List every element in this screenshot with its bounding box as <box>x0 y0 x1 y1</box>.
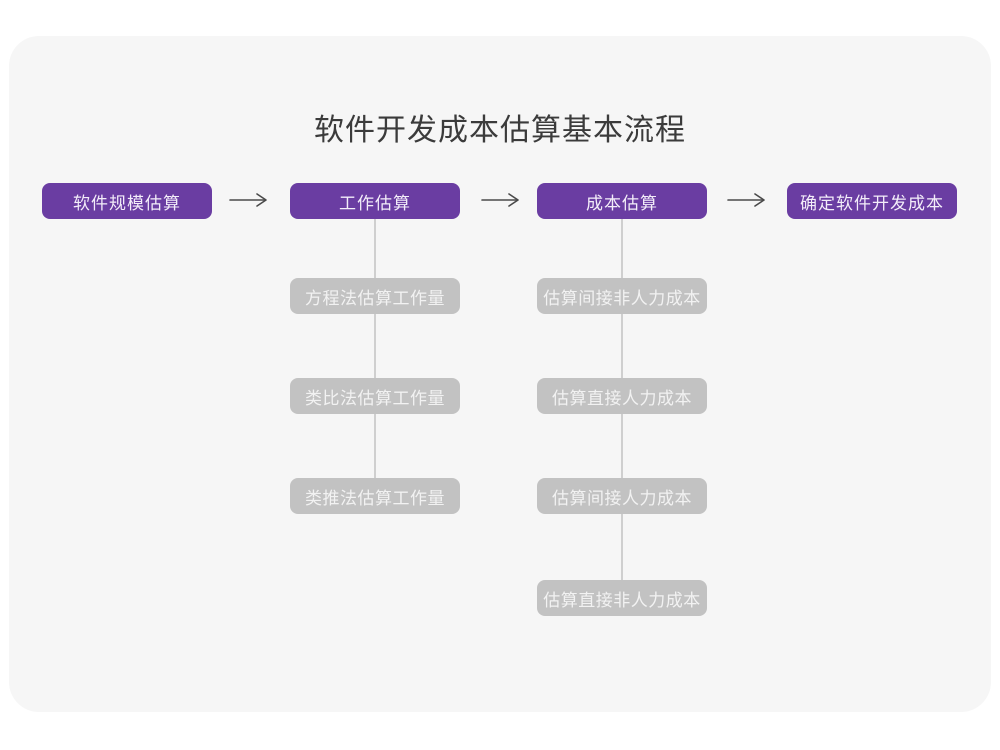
connector-line <box>621 514 623 580</box>
subnode-equation-method-effort: 方程法估算工作量 <box>290 278 460 314</box>
subnode-indirect-non-labor-cost: 估算间接非人力成本 <box>537 278 707 314</box>
stage-work-estimation: 工作估算 <box>290 183 460 219</box>
subnode-indirect-labor-cost: 估算间接人力成本 <box>537 478 707 514</box>
right-arrow-icon <box>481 193 519 207</box>
connector-line <box>621 414 623 478</box>
right-arrow-icon <box>229 193 267 207</box>
connector-line <box>621 314 623 378</box>
subnode-analogy-method-effort: 类比法估算工作量 <box>290 378 460 414</box>
subnode-direct-labor-cost: 估算直接人力成本 <box>537 378 707 414</box>
connector-line <box>374 414 376 478</box>
stage-cost-estimation: 成本估算 <box>537 183 707 219</box>
connector-line <box>621 219 623 278</box>
connector-line <box>374 314 376 378</box>
subnode-direct-non-labor-cost: 估算直接非人力成本 <box>537 580 707 616</box>
connector-line <box>374 219 376 278</box>
diagram-title: 软件开发成本估算基本流程 <box>314 114 686 148</box>
stage-determine-development-cost: 确定软件开发成本 <box>787 183 957 219</box>
flowchart-card <box>9 36 991 712</box>
subnode-extrapolation-method-effort: 类推法估算工作量 <box>290 478 460 514</box>
right-arrow-icon <box>727 193 765 207</box>
stage-software-scale-estimation: 软件规模估算 <box>42 183 212 219</box>
